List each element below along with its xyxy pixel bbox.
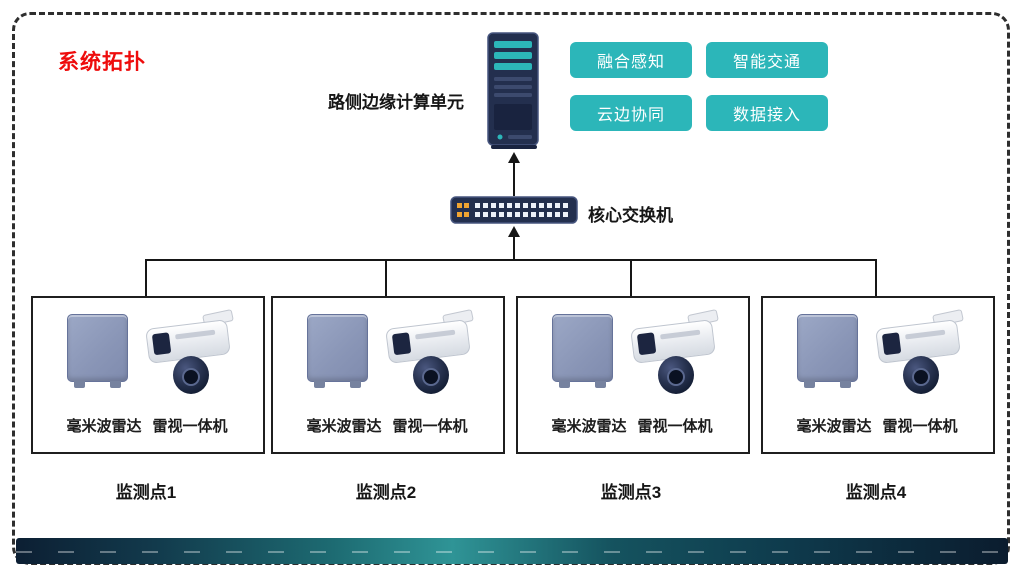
radar-label: 毫米波雷达: [306, 418, 382, 435]
camera-label: 雷视一体机: [152, 418, 228, 435]
capability-badge-cloud-edge: 云边协同: [570, 95, 692, 131]
arrow-up-to-server: [508, 152, 520, 163]
radar-icon: [67, 314, 128, 388]
camera-label: 雷视一体机: [882, 418, 958, 435]
capability-badge-fusion: 融合感知: [570, 42, 692, 78]
camera-label: 雷视一体机: [637, 418, 713, 435]
radar-icon: [307, 314, 368, 388]
station-name-3: 监测点3: [600, 483, 662, 502]
drop-line-2: [385, 259, 387, 296]
bus-line: [145, 259, 877, 261]
radar-icon: [552, 314, 613, 388]
edge-server-icon: [487, 32, 541, 150]
camera-icon: [385, 309, 485, 406]
capability-badge-traffic: 智能交通: [706, 42, 828, 78]
station-box-3: 毫米波雷达 雷视一体机: [516, 296, 750, 454]
station-name-2: 监测点2: [355, 483, 417, 502]
station-name-1: 监测点1: [115, 483, 177, 502]
camera-label: 雷视一体机: [392, 418, 468, 435]
connector-switch-server: [513, 161, 515, 196]
edge-unit-label: 路侧边缘计算单元: [328, 93, 464, 112]
station-name-4: 监测点4: [845, 483, 907, 502]
radar-label: 毫米波雷达: [551, 418, 627, 435]
connector-bus-switch: [513, 235, 515, 260]
diagram-title: 系统拓扑: [58, 51, 146, 74]
station-box-2: 毫米波雷达 雷视一体机: [271, 296, 505, 454]
road-image-strip: [16, 538, 1008, 564]
station-box-4: 毫米波雷达 雷视一体机: [761, 296, 995, 454]
core-switch-icon: [450, 196, 578, 224]
radar-icon: [797, 314, 858, 388]
camera-icon: [630, 309, 730, 406]
capability-badge-data-access: 数据接入: [706, 95, 828, 131]
radar-label: 毫米波雷达: [66, 418, 142, 435]
drop-line-3: [630, 259, 632, 296]
drop-line-1: [145, 259, 147, 296]
arrow-up-to-switch: [508, 226, 520, 237]
core-switch-label: 核心交换机: [588, 206, 673, 225]
camera-icon: [145, 309, 245, 406]
station-box-1: 毫米波雷达 雷视一体机: [31, 296, 265, 454]
radar-label: 毫米波雷达: [796, 418, 872, 435]
drop-line-4: [875, 259, 877, 296]
camera-icon: [875, 309, 975, 406]
